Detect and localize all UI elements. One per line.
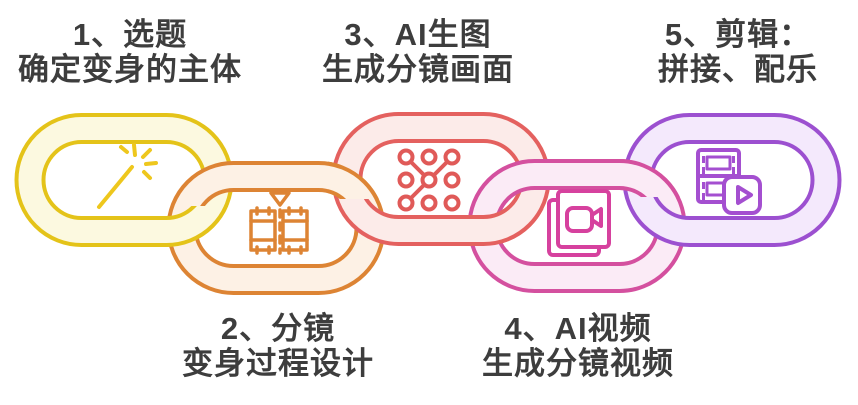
film-play-icon [696,148,762,215]
magic-wand-icon [97,143,158,209]
step-2-title: 2、分镜 [220,311,336,346]
step-3-title: 3、AI生图 [344,17,492,52]
storyboard-split-icon [249,191,309,255]
step-2-subtitle: 变身过程设计 [182,346,374,381]
step-1-title: 1、选题 [72,17,188,52]
step-3-subtitle: 生成分镜画面 [322,52,514,87]
step-4-label: 4、AI视频 生成分镜视频 [428,311,728,381]
step-3-label: 3、AI生图 生成分镜画面 [268,17,568,87]
step-1-subtitle: 确定变身的主体 [18,52,242,87]
step-2-label: 2、分镜 变身过程设计 [128,311,428,381]
step-5-label: 5、剪辑： 拼接、配乐 [598,17,858,87]
pattern-dots-icon [397,148,461,212]
step-4-title: 4、AI视频 [504,311,652,346]
step-4-subtitle: 生成分镜视频 [482,346,674,381]
video-clips-icon [547,189,611,257]
step-5-title: 5、剪辑： [664,17,812,52]
step-5-subtitle: 拼接、配乐 [658,52,818,87]
step-1-label: 1、选题 确定变身的主体 [0,17,260,87]
